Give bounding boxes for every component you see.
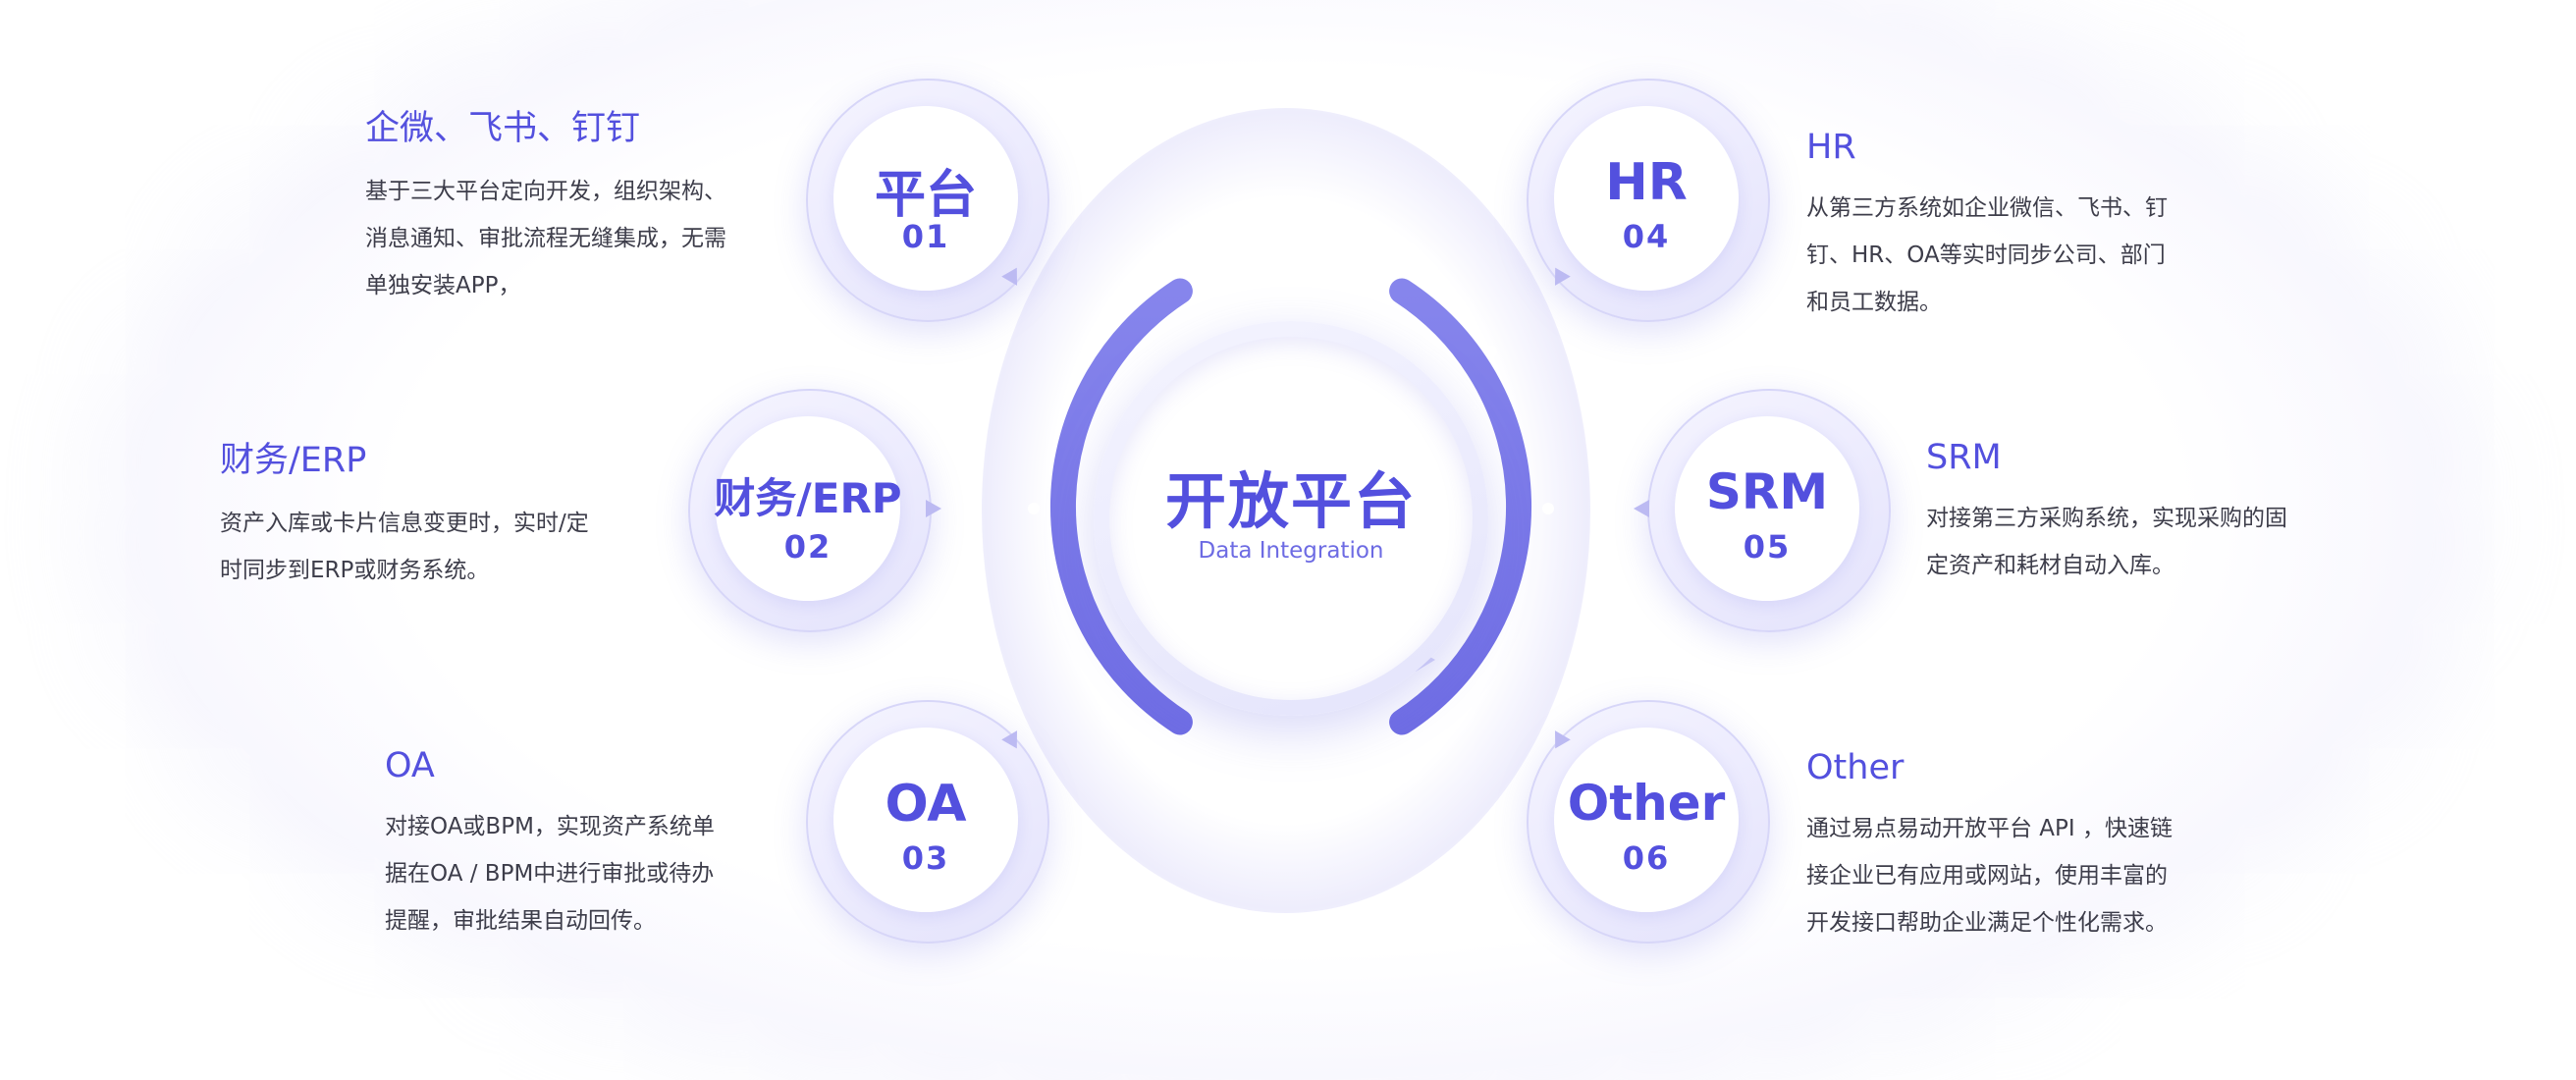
- description-other: Other 通过易点易动开放平台 API ，快速链 接企业已有应用或网站，使用丰…: [1806, 748, 2173, 946]
- description-platform: 企微、飞书、钉钉 基于三大平台定向开发，组织架构、 消息通知、审批流程无缝集成，…: [365, 100, 726, 309]
- connector-arcs: [1028, 278, 1554, 735]
- arc-dot: [1085, 346, 1097, 357]
- right-arc: [1389, 278, 1531, 735]
- description-line: 基于三大平台定向开发，组织架构、: [365, 179, 726, 204]
- node-face: [1675, 416, 1859, 601]
- description-title: OA: [385, 746, 435, 785]
- description-line: 开发接口帮助企业满足个性化需求。: [1806, 910, 2168, 936]
- description-line: 对接第三方采购系统，实现采购的固: [1926, 506, 2287, 531]
- description-line: 消息通知、审批流程无缝集成，无需: [365, 226, 726, 251]
- node-label: SRM: [1705, 463, 1829, 520]
- node-face: [716, 416, 900, 601]
- arc-dot: [1485, 346, 1497, 357]
- center-title: 开放平台: [1164, 465, 1417, 537]
- description-hr: HR 从第三方系统如企业微信、飞书、钉 钉、HR、OA等实时同步公司、部门 和员…: [1806, 128, 2168, 326]
- node-label: HR: [1605, 153, 1688, 212]
- description-line: 提醒，审批结果自动回传。: [385, 908, 656, 934]
- description-line: 钉、HR、OA等实时同步公司、部门: [1806, 243, 2166, 268]
- node-face: [833, 106, 1018, 291]
- node-number: 03: [901, 839, 950, 877]
- description-line: 从第三方系统如企业微信、飞书、钉: [1806, 195, 2168, 221]
- left-arc: [1050, 278, 1193, 735]
- description-line: 资产入库或卡片信息变更时，实时/定: [220, 511, 589, 536]
- description-line: 时同步到ERP或财务系统。: [220, 558, 490, 583]
- node-label: 财务/ERP: [714, 474, 902, 522]
- node-label: OA: [885, 775, 967, 834]
- description-line: 定资产和耗材自动入库。: [1926, 553, 2174, 578]
- description-line: 和员工数据。: [1806, 290, 1942, 315]
- description-line: 通过易点易动开放平台 API ，快速链: [1806, 816, 2174, 841]
- node-number: 05: [1743, 528, 1792, 566]
- arc-dot: [1085, 658, 1097, 670]
- description-line: 对接OA或BPM，实现资产系统单: [385, 814, 715, 839]
- node-label: Other: [1567, 775, 1726, 832]
- node-face: [1554, 106, 1739, 291]
- description-line: 据在OA / BPM中进行审批或待办: [385, 861, 715, 887]
- center-subtitle: Data Integration: [1198, 538, 1384, 564]
- description-oa: OA 对接OA或BPM，实现资产系统单 据在OA / BPM中进行审批或待办 提…: [385, 746, 715, 945]
- node-label: 平台: [874, 166, 977, 225]
- center-hub: [1109, 337, 1473, 700]
- node-number: 01: [901, 218, 950, 255]
- description-line: 单独安装APP，: [365, 273, 521, 298]
- description-title: 财务/ERP: [220, 441, 367, 480]
- node-number: 04: [1622, 218, 1671, 255]
- node-face: [833, 728, 1018, 912]
- description-title: 企微、飞书、钉钉: [365, 109, 641, 148]
- arc-dot: [1485, 658, 1497, 670]
- description-title: Other: [1806, 748, 1905, 787]
- description-title: SRM: [1926, 438, 2002, 477]
- node-number: 02: [783, 528, 832, 566]
- node-number: 06: [1622, 839, 1671, 877]
- arc-dot: [1028, 503, 1040, 514]
- node-face: [1554, 728, 1739, 912]
- description-line: 接企业已有应用或网站，使用丰富的: [1806, 863, 2168, 889]
- arc-dot: [1542, 503, 1554, 514]
- description-title: HR: [1806, 128, 1856, 167]
- description-srm: SRM 对接第三方采购系统，实现采购的固 定资产和耗材自动入库。: [1926, 438, 2287, 589]
- description-finance-erp: 财务/ERP 资产入库或卡片信息变更时，实时/定 时同步到ERP或财务系统。: [220, 432, 589, 594]
